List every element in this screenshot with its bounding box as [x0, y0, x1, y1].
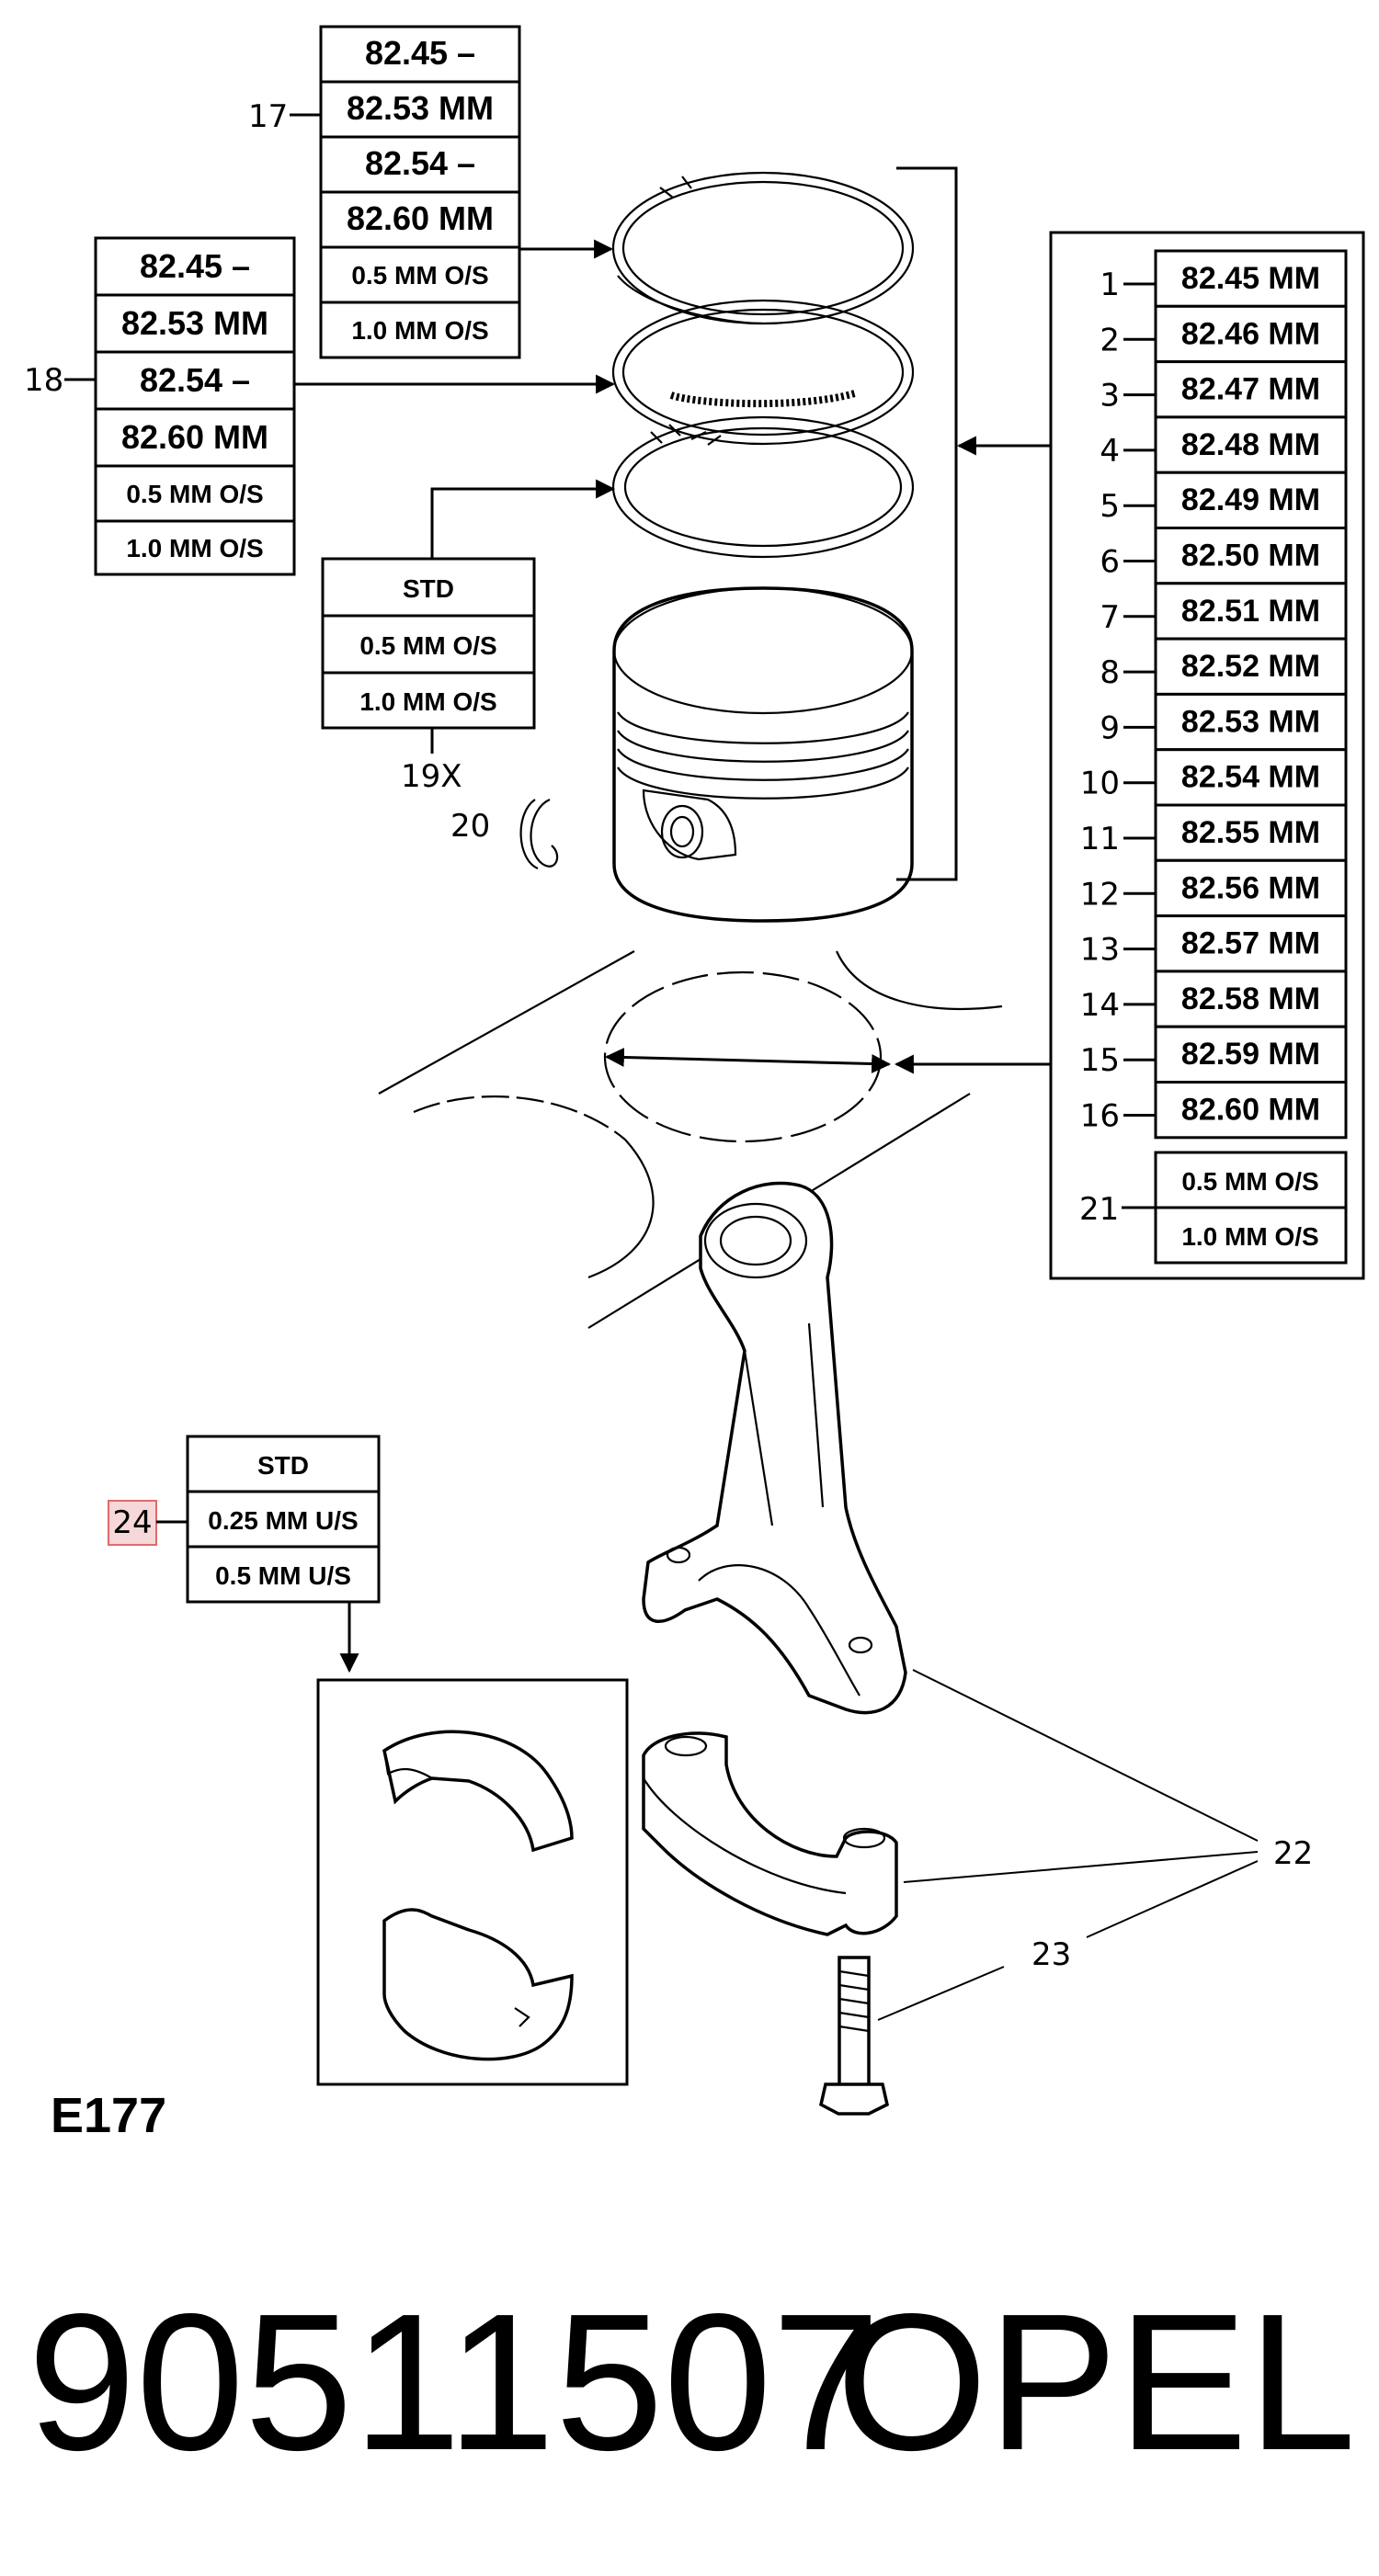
part-number: 90511507 — [28, 2273, 881, 2491]
callout-21: 21 — [1079, 1191, 1119, 1228]
table-24-cell: 0.5 MM U/S — [215, 1561, 351, 1590]
size-callout-number: 1 — [1100, 267, 1120, 303]
bearing-shells — [316, 1678, 629, 2086]
size-cell-box — [1154, 858, 1348, 918]
table-18-cell: 1.0 MM O/S — [126, 534, 263, 562]
callout-19: 19X — [401, 758, 462, 795]
size-cell-box — [1154, 803, 1348, 862]
table-19-cell: STD — [403, 574, 454, 603]
connecting-rod — [642, 1181, 907, 1715]
table-24-cell: STD — [257, 1451, 309, 1480]
size-callout-number: 15 — [1080, 1042, 1120, 1079]
table-19-cell: 0.5 MM O/S — [359, 631, 496, 660]
size-value: 82.48 MM — [1181, 427, 1320, 462]
callout-20: 20 — [450, 808, 490, 845]
size-callout-number: 10 — [1080, 766, 1120, 802]
size-value: 82.46 MM — [1181, 316, 1320, 351]
table-18-cell: 82.45 – — [140, 247, 250, 285]
size-value: 82.56 MM — [1181, 870, 1320, 905]
size-callout-number: 4 — [1100, 433, 1120, 470]
size-callout-number: 2 — [1100, 322, 1120, 358]
table-19: STD 0.5 MM O/S 1.0 MM O/S 19X — [321, 479, 616, 795]
size-cell-box — [1154, 914, 1348, 973]
size-cell-box — [1154, 304, 1348, 364]
piston-rings — [611, 171, 915, 559]
size-value: 82.52 MM — [1181, 649, 1320, 684]
size-value: 82.51 MM — [1181, 594, 1320, 629]
size-value: 82.54 MM — [1181, 760, 1320, 795]
rod-bolt — [818, 1956, 890, 2116]
callout-24: 24 — [112, 1504, 152, 1541]
table-24-cell: 0.25 MM U/S — [208, 1506, 358, 1535]
size-value: 82.50 MM — [1181, 539, 1320, 573]
size-callout-number: 12 — [1080, 876, 1120, 913]
table-21-cell: 0.5 MM O/S — [1181, 1167, 1318, 1196]
table-17: 82.45 – 82.53 MM 82.54 – 82.60 MM 0.5 MM… — [248, 25, 614, 359]
size-cell-box — [1154, 1025, 1348, 1084]
size-value: 82.49 MM — [1181, 482, 1320, 517]
table-24: STD 0.25 MM U/S 0.5 MM U/S 24 — [108, 1435, 381, 1674]
size-callout-number: 9 — [1100, 709, 1120, 746]
brand: OPEL — [836, 2273, 1356, 2491]
size-callout-number: 7 — [1100, 599, 1120, 636]
size-value: 82.45 MM — [1181, 261, 1320, 296]
callout-lines-22-23: 22 23 — [877, 1669, 1313, 2021]
size-callout-number: 3 — [1100, 378, 1120, 414]
size-cell-box — [1154, 582, 1348, 641]
size-value: 82.47 MM — [1181, 372, 1320, 407]
size-cell-box — [1154, 527, 1348, 585]
size-value: 82.60 MM — [1181, 1093, 1320, 1128]
figure-code: E177 — [51, 2088, 166, 2143]
size-table: 82.45 MM 1 82.46 MM 2 82.47 MM 3 82.48 MM 4 82.4… — [1049, 231, 1365, 1280]
size-value: 82.55 MM — [1181, 815, 1320, 850]
size-cell-box — [1154, 1081, 1348, 1140]
table-18-cell: 82.60 MM — [121, 418, 268, 456]
size-callout-number: 13 — [1080, 932, 1120, 969]
size-callout-number: 11 — [1080, 821, 1120, 857]
callout-22: 22 — [1273, 1835, 1313, 1872]
size-callout-number: 14 — [1080, 987, 1120, 1024]
table-18-cell: 0.5 MM O/S — [126, 480, 263, 508]
size-cell-box — [1154, 415, 1348, 474]
size-rows: 82.45 MM 1 82.46 MM 2 82.47 MM 3 82.48 MM 4 82.4… — [1080, 249, 1348, 1140]
size-callout-number: 5 — [1100, 488, 1120, 525]
piston: 20 — [450, 586, 914, 923]
callout-23: 23 — [1031, 1936, 1071, 1973]
table-17-cell: 82.53 MM — [347, 89, 494, 127]
table-17-cell: 82.54 – — [365, 144, 475, 182]
size-callout-number: 6 — [1100, 544, 1120, 581]
table-17-cell: 82.60 MM — [347, 199, 494, 237]
size-value: 82.53 MM — [1181, 704, 1320, 739]
size-value: 82.59 MM — [1181, 1037, 1320, 1072]
size-cell-box — [1154, 471, 1348, 530]
size-value: 82.58 MM — [1181, 982, 1320, 1016]
table-18: 82.45 – 82.53 MM 82.54 – 82.60 MM 0.5 MM… — [24, 236, 616, 576]
table-17-cell: 1.0 MM O/S — [351, 316, 488, 345]
size-callout-number: 16 — [1080, 1098, 1120, 1135]
rod-cap — [642, 1731, 898, 1936]
table-18-cell: 82.54 – — [140, 361, 250, 399]
size-cell-box — [1154, 637, 1348, 696]
table-18-cell: 82.53 MM — [121, 304, 268, 342]
table-17-cell: 82.45 – — [365, 34, 475, 72]
table-17-cell: 0.5 MM O/S — [351, 261, 488, 289]
size-callout-number: 8 — [1100, 654, 1120, 691]
callout-18: 18 — [24, 362, 63, 399]
callout-17: 17 — [248, 98, 288, 135]
table-19-cell: 1.0 MM O/S — [359, 687, 496, 716]
size-cell-box — [1154, 249, 1348, 308]
table-21-cell: 1.0 MM O/S — [1181, 1222, 1318, 1251]
size-cell-box — [1154, 692, 1348, 752]
piston-bracket — [896, 166, 1051, 881]
size-value: 82.57 MM — [1181, 926, 1320, 961]
